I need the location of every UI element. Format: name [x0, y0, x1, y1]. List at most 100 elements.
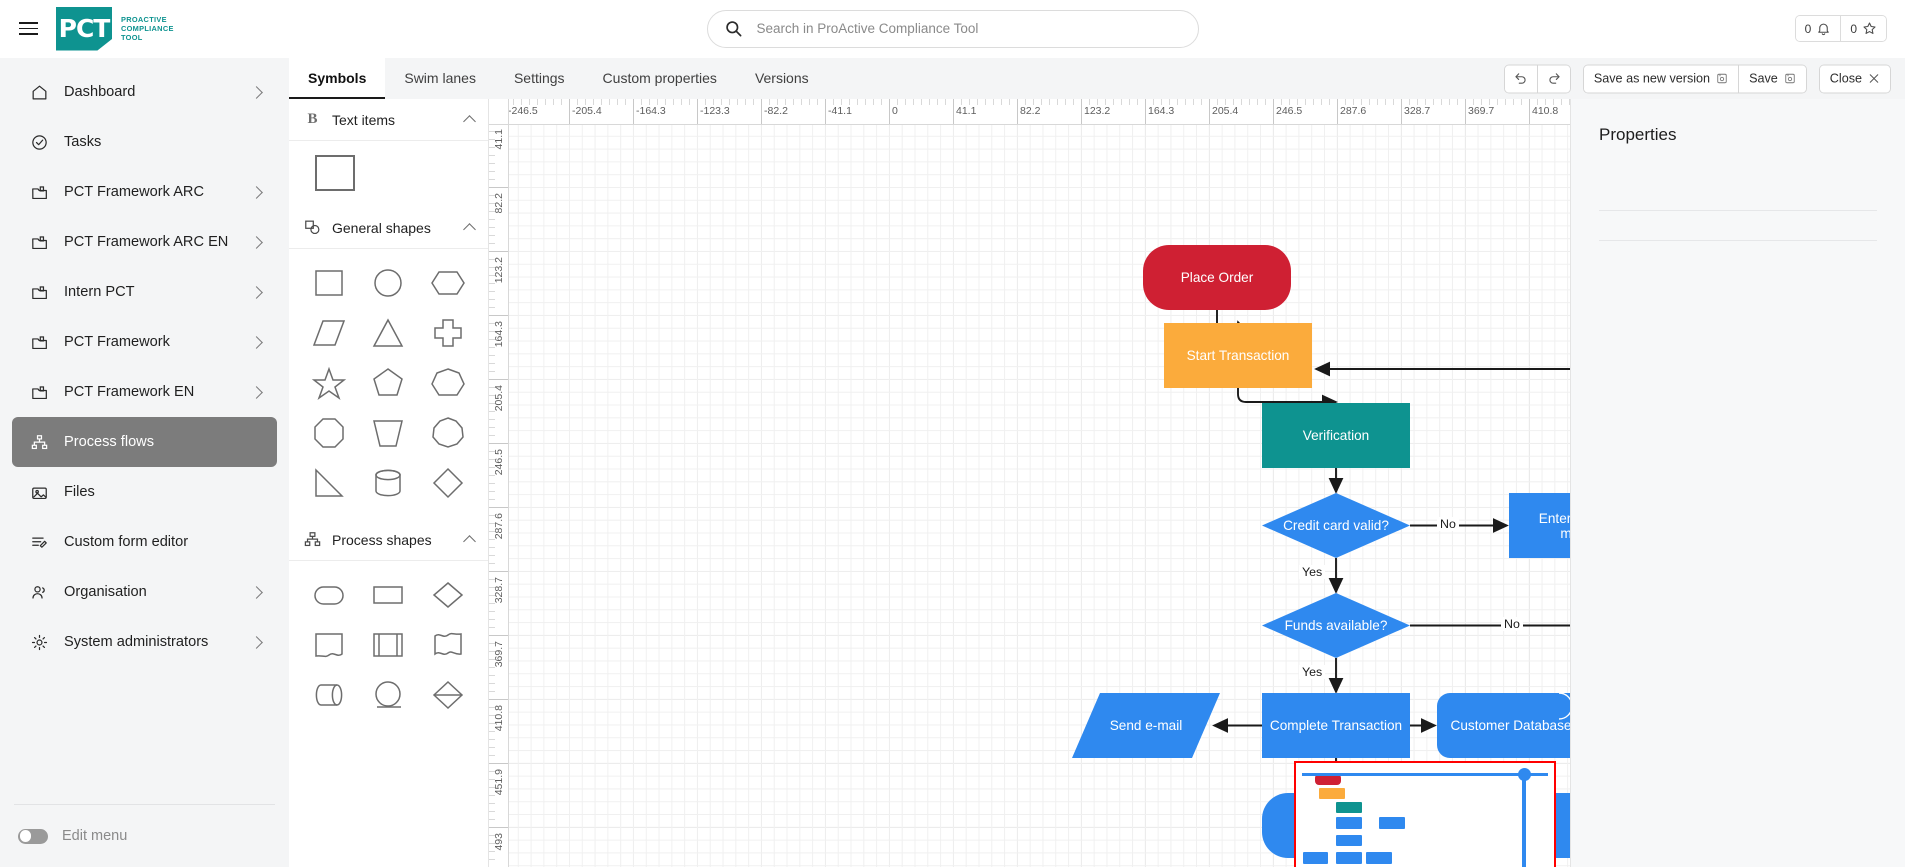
sidebar-item-tasks[interactable]: Tasks [12, 117, 277, 167]
shape-rectangle[interactable] [364, 573, 412, 617]
redo-button[interactable] [1537, 65, 1570, 92]
ruler-minor-tick [489, 347, 495, 348]
ruler-minor-tick [489, 483, 495, 484]
flow-node-start-trans[interactable]: Start Transaction [1164, 323, 1312, 388]
flow-edge-label: Yes [1299, 665, 1325, 679]
flow-edge[interactable] [1238, 388, 1336, 402]
ruler-minor-tick [489, 787, 495, 788]
sidebar-item-pct-framework-en[interactable]: PCT Framework EN [12, 367, 277, 417]
flow-node-enter-payment[interactable]: Enter payment method [1509, 493, 1570, 558]
sidebar-item-pct-framework-arc-en[interactable]: PCT Framework ARC EN [12, 217, 277, 267]
shape-predefined-process[interactable] [364, 623, 412, 667]
undo-button[interactable] [1505, 65, 1537, 92]
shape-square[interactable] [305, 261, 353, 305]
flow-node-place-order[interactable]: Place Order [1143, 245, 1291, 310]
shape-octagon[interactable] [305, 411, 353, 455]
chevron-up-icon[interactable] [463, 115, 476, 128]
minimap-overlay[interactable] [1294, 761, 1556, 867]
shape-rounded-rectangle[interactable] [305, 573, 353, 617]
ruler-minor-tick [881, 99, 882, 105]
sidebar-nav: DashboardTasksPCT Framework ARCPCT Frame… [0, 58, 289, 790]
ruler-label: 410.8 [1529, 105, 1558, 117]
header-badges: 0 0 [1795, 15, 1887, 42]
flowchart-canvas[interactable]: Place OrderStart TransactionVerification… [489, 99, 1570, 867]
flow-node-verification[interactable]: Verification [1262, 403, 1410, 468]
shape-cylinder[interactable] [364, 461, 412, 505]
flow-edge[interactable] [1410, 560, 1570, 626]
edit-menu-toggle[interactable] [18, 829, 48, 844]
shape-trapezoid[interactable] [364, 411, 412, 455]
tab-custom-properties[interactable]: Custom properties [584, 58, 736, 99]
save-as-new-version-button[interactable]: Save as new version [1584, 65, 1738, 92]
ruler-minor-tick [489, 219, 495, 220]
sidebar-item-pct-framework-arc[interactable]: PCT Framework ARC [12, 167, 277, 217]
sidebar-item-organisation[interactable]: Organisation [12, 567, 277, 617]
bold-b-icon: B [303, 110, 322, 129]
close-button[interactable]: Close [1820, 65, 1890, 92]
shape-nonagon[interactable] [424, 411, 472, 455]
sidebar-item-custom-form-editor[interactable]: Custom form editor [12, 517, 277, 567]
shape-cross[interactable] [424, 311, 472, 355]
app-logo[interactable]: PCT PROACTIVE COMPLIANCE TOOL [56, 7, 174, 51]
sidebar-item-dashboard[interactable]: Dashboard [12, 67, 277, 117]
symbols-section-header-general-shapes[interactable]: General shapes [289, 207, 488, 249]
chevron-up-icon[interactable] [463, 223, 476, 236]
flow-node-complete-trans[interactable]: Complete Transaction [1262, 693, 1410, 758]
flow-node-send-email[interactable]: Send e-mail [1072, 693, 1220, 758]
menu-toggle-icon[interactable] [0, 22, 56, 35]
shape-decision-diamond[interactable] [424, 573, 472, 617]
flow-node-label: Funds available? [1279, 618, 1394, 633]
general-shapes-icon [303, 218, 322, 237]
shape-circle-underline[interactable] [364, 673, 412, 717]
shape-right-triangle[interactable] [305, 461, 353, 505]
shape-pentagon[interactable] [364, 361, 412, 405]
search-input[interactable] [757, 21, 1182, 36]
folder-icon [30, 383, 49, 402]
tab-settings[interactable]: Settings [495, 58, 584, 99]
global-search[interactable] [707, 10, 1199, 48]
sidebar-item-pct-framework[interactable]: PCT Framework [12, 317, 277, 367]
symbols-section-header-process-shapes[interactable]: Process shapes [289, 519, 488, 561]
shape-hexagon[interactable] [424, 261, 472, 305]
vertical-ruler: 41.182.2123.2164.3205.4246.5287.6328.736… [489, 99, 509, 867]
shape-document[interactable] [305, 623, 353, 667]
ruler-label: 205.4 [1209, 105, 1238, 117]
ruler-tick [489, 827, 509, 828]
shape-diamond[interactable] [424, 461, 472, 505]
tab-label: Settings [514, 70, 565, 86]
ruler-minor-tick [1553, 99, 1554, 105]
shape-circle[interactable] [364, 261, 412, 305]
flow-node-customer-db[interactable]: Customer Database [1437, 693, 1570, 758]
flow-node-funds-avail[interactable]: Funds available? [1262, 593, 1410, 658]
tab-swim-lanes[interactable]: Swim lanes [385, 58, 495, 99]
shape-triangle[interactable] [364, 311, 412, 355]
chevron-up-icon[interactable] [463, 535, 476, 548]
ruler-minor-tick [489, 363, 495, 364]
tab-versions[interactable]: Versions [736, 58, 828, 99]
flowchart-diagram[interactable]: Place OrderStart TransactionVerification… [509, 125, 1570, 867]
shape-heptagon[interactable] [424, 361, 472, 405]
edit-menu-row[interactable]: Edit menu [0, 805, 289, 867]
ruler-minor-tick [1321, 99, 1322, 105]
minimap-handle-top[interactable] [1518, 768, 1531, 781]
ruler-label: 287.6 [493, 513, 505, 539]
shape-horizontal-cylinder[interactable] [305, 673, 353, 717]
tab-symbols[interactable]: Symbols [289, 58, 385, 99]
logo-tagline-line2: COMPLIANCE [121, 24, 174, 33]
shape-split-diamond[interactable] [424, 673, 472, 717]
save-button[interactable]: Save [1738, 65, 1806, 92]
shape-star[interactable] [305, 361, 353, 405]
canvas-grid[interactable]: Place OrderStart TransactionVerification… [509, 125, 1570, 867]
sidebar-item-files[interactable]: Files [12, 467, 277, 517]
notifications-badge[interactable]: 0 [1796, 16, 1841, 41]
shape-multi-document[interactable] [424, 623, 472, 667]
favorites-badge[interactable]: 0 [1840, 16, 1886, 41]
chevron-right-icon [250, 586, 263, 599]
text-box-shape[interactable] [315, 155, 355, 191]
sidebar-item-process-flows[interactable]: Process flows [12, 417, 277, 467]
sidebar-item-intern-pct[interactable]: Intern PCT [12, 267, 277, 317]
flow-node-credit-valid[interactable]: Credit card valid? [1262, 493, 1410, 558]
symbols-section-header-text-items[interactable]: BText items [289, 99, 488, 141]
shape-parallelogram[interactable] [305, 311, 353, 355]
sidebar-item-system-administrators[interactable]: System administrators [12, 617, 277, 667]
